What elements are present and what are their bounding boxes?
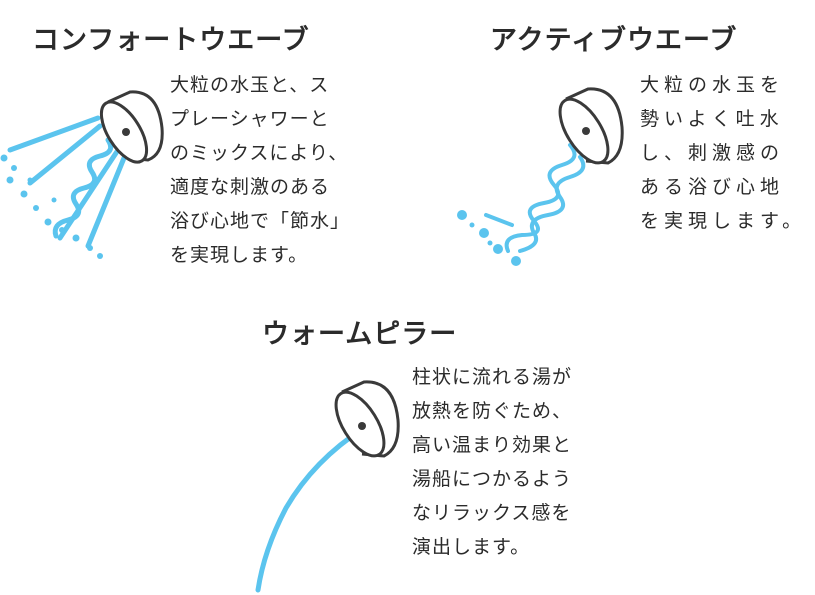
desc-line: 大粒の水玉と、ス [170, 74, 330, 96]
warm-pillar-illustration [255, 380, 400, 593]
comfort-wave-title: コンフォートウエーブ [32, 25, 310, 56]
water-pillar-icon [255, 425, 367, 593]
desc-line: 適度な刺激のある [170, 176, 331, 198]
desc-line: 柱状に流れる湯が [412, 366, 573, 388]
comfort-wave-illustration [0, 90, 164, 259]
desc-line: のミックスにより、 [170, 142, 349, 164]
desc-line: 演出します。 [412, 536, 531, 558]
desc-line: 大粒の水玉を [640, 74, 785, 96]
shower-head-icon [558, 87, 624, 165]
active-wave-title: アクティブウエーブ [490, 25, 738, 56]
desc-line: プレーシャワーと [170, 108, 330, 130]
desc-line: 高い温まり効果と [412, 434, 573, 456]
desc-line: ある浴び心地 [640, 176, 785, 198]
desc-line: 放熱を防ぐため、 [412, 400, 573, 422]
water-spray-icon [7, 115, 127, 249]
comfort-wave-description: 大粒の水玉と、ス プレーシャワーと のミックスにより、 適度な刺激のある 浴び心… [170, 68, 350, 272]
desc-line: 湯船につかるよう [412, 468, 573, 490]
desc-line: し、刺激感の [640, 142, 785, 164]
shower-head-icon [334, 380, 400, 458]
warm-pillar-description: 柱状に流れる湯が 放熱を防ぐため、 高い温まり効果と 湯船につかるよう なリラッ… [412, 360, 572, 564]
warm-pillar-title: ウォームピラー [262, 319, 458, 350]
water-wave-icon [484, 143, 586, 253]
desc-line: なリラックス感を [412, 502, 572, 524]
shower-head-icon [99, 90, 164, 164]
desc-line: を実現します。 [170, 244, 309, 266]
desc-line: 勢いよく吐水 [640, 108, 784, 130]
active-wave-description: 大粒の水玉を 勢いよく吐水 し、刺激感の ある浴び心地 を実現します。 [640, 68, 806, 238]
desc-line: を実現します。 [640, 210, 807, 232]
active-wave-illustration [457, 87, 624, 266]
desc-line: 浴び心地で「節水」 [170, 210, 351, 232]
